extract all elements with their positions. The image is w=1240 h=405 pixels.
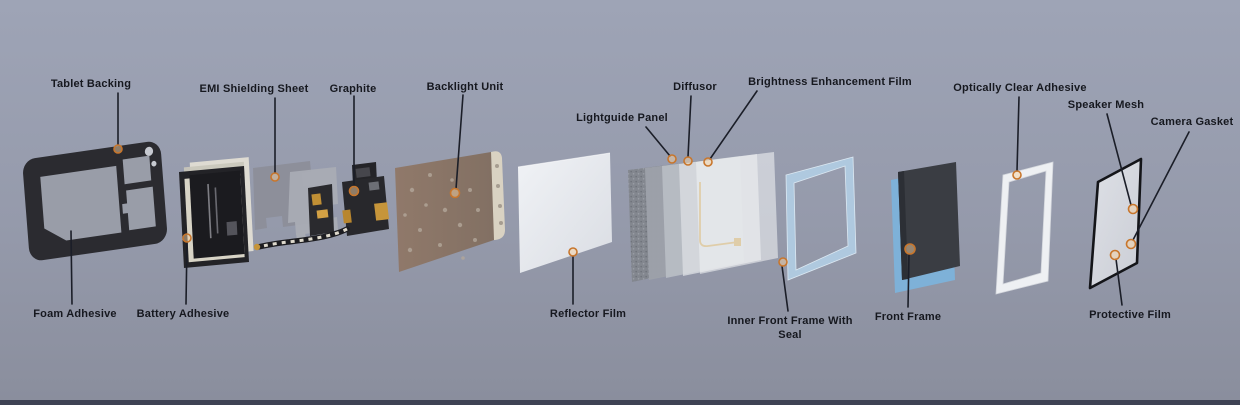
label-speaker-mesh: Speaker Mesh — [1067, 99, 1145, 111]
label-foam-adhesive: Foam Adhesive — [33, 308, 117, 320]
leader-foam-adhesive — [70, 230, 73, 305]
label-lightguide-panel: Lightguide Panel — [576, 112, 668, 124]
ribbon-connector — [253, 243, 261, 251]
leader-battery-adhesive — [185, 241, 188, 305]
label-reflector-film: Reflector Film — [549, 308, 627, 320]
leader-diffusor — [687, 95, 692, 158]
leader-optically-clear-adhesive — [1016, 96, 1020, 172]
hotspot-battery-adhesive-icon[interactable] — [182, 233, 192, 243]
leader-lightguide-panel — [645, 126, 671, 157]
part-backlight-unit — [395, 151, 505, 272]
label-protective-film: Protective Film — [1089, 309, 1171, 321]
part-battery — [179, 157, 254, 268]
letterbox-bar — [0, 400, 1240, 405]
hotspot-lightguide-icon[interactable] — [667, 154, 677, 164]
hotspot-backlight-icon[interactable] — [449, 187, 461, 199]
leader-front-frame — [907, 254, 910, 308]
label-diffusor: Diffusor — [673, 81, 717, 93]
part-reflector-film — [517, 152, 612, 273]
part-optical-film-stack — [628, 152, 778, 282]
hotspot-speaker-mesh-icon[interactable] — [1127, 203, 1139, 215]
leader-speaker-mesh — [1106, 113, 1132, 206]
label-tablet-backing: Tablet Backing — [50, 78, 132, 90]
hotspot-protective-film-icon[interactable] — [1109, 249, 1121, 261]
backing-lower-recess — [126, 186, 156, 231]
label-brightness-enhancement-film: Brightness Enhancement Film — [748, 76, 912, 88]
part-front-frame — [891, 162, 960, 293]
label-emi-shielding-sheet: EMI Shielding Sheet — [199, 83, 309, 95]
hotspot-inner-frame-icon[interactable] — [778, 257, 788, 267]
leader-camera-gasket — [1132, 131, 1190, 241]
hotspot-diffusor-icon[interactable] — [683, 156, 693, 166]
part-tablet-backing — [23, 141, 167, 261]
hotspot-oca-icon[interactable] — [1012, 170, 1022, 180]
label-battery-adhesive: Battery Adhesive — [136, 308, 230, 320]
hotspot-emi-shielding-icon[interactable] — [270, 172, 280, 182]
leader-inner-front-frame — [781, 265, 789, 312]
label-camera-gasket: Camera Gasket — [1150, 116, 1234, 128]
hotspot-markers — [113, 144, 1139, 267]
flash-hole — [151, 160, 157, 167]
hotspot-bef-icon[interactable] — [703, 157, 713, 167]
label-front-frame: Front Frame — [874, 311, 942, 323]
part-inner-front-frame — [785, 156, 857, 281]
backing-main-recess — [40, 165, 122, 241]
label-backlight-unit: Backlight Unit — [426, 81, 504, 93]
hotspot-tablet-backing-icon[interactable] — [113, 144, 123, 154]
hotspot-graphite-icon[interactable] — [348, 185, 360, 197]
hotspot-front-frame-icon[interactable] — [904, 243, 916, 255]
backlight-screw-dots — [403, 173, 480, 260]
label-graphite: Graphite — [329, 83, 377, 95]
leader-brightness-enhancement-film — [709, 90, 758, 160]
camera-hole — [144, 146, 154, 156]
leader-backlight-unit — [455, 94, 464, 190]
backlight-led-bar — [491, 151, 505, 240]
leader-protective-film — [1115, 258, 1123, 306]
label-optically-clear-adhesive: Optically Clear Adhesive — [953, 82, 1087, 94]
leader-lines — [70, 90, 1190, 312]
part-protective-film — [1088, 157, 1143, 290]
hotspot-camera-gasket-icon[interactable] — [1125, 238, 1137, 250]
hotspot-reflector-icon[interactable] — [568, 247, 578, 257]
label-inner-front-frame-with-seal: Inner Front Frame With Seal — [727, 315, 853, 341]
backing-upper-recess — [122, 155, 152, 185]
part-optically-clear-adhesive — [995, 161, 1054, 295]
